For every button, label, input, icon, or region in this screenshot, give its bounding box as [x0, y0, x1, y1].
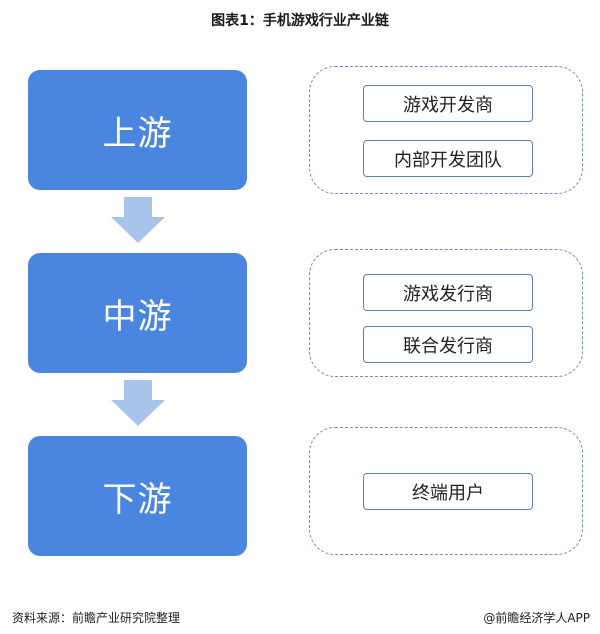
item-co-publisher: 联合发行商 — [363, 326, 533, 363]
downstream-group: 终端用户 — [309, 427, 583, 555]
stage-upstream: 上游 — [28, 70, 247, 190]
item-internal-dev-team: 内部开发团队 — [363, 140, 533, 177]
stage-downstream: 下游 — [28, 436, 247, 556]
brand-credit: @前瞻经济学人APP — [483, 611, 590, 625]
source-note: 资料来源：前瞻产业研究院整理 — [12, 611, 181, 625]
upstream-group: 游戏开发商 内部开发团队 — [309, 66, 583, 194]
chart-title: 图表1：手机游戏行业产业链 — [211, 13, 389, 29]
down-arrow-icon — [111, 197, 165, 243]
item-game-developer: 游戏开发商 — [363, 85, 533, 122]
item-game-publisher: 游戏发行商 — [363, 274, 533, 311]
down-arrow-icon — [111, 380, 165, 426]
stage-midstream: 中游 — [28, 253, 247, 373]
item-end-user: 终端用户 — [363, 473, 533, 510]
midstream-group: 游戏发行商 联合发行商 — [309, 249, 583, 377]
